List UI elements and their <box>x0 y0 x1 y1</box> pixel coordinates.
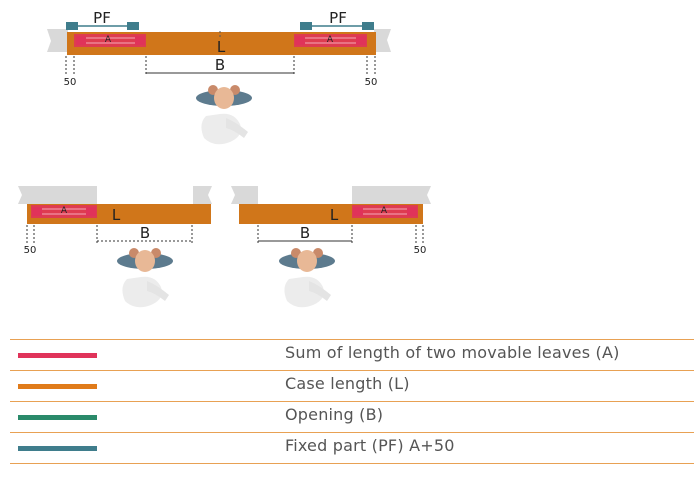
l-label: L <box>330 206 339 224</box>
legend-swatch <box>18 446 97 451</box>
legend-row-fixed: Fixed part (PF) A+50 <box>10 432 694 464</box>
b-dimension <box>145 56 295 76</box>
leaf <box>352 205 418 218</box>
bottom-right-diagram: A L B 50 <box>231 186 431 308</box>
l-label: L <box>217 38 226 56</box>
a-label-left: A <box>105 35 112 45</box>
wall-right <box>374 29 391 52</box>
b-label: B <box>215 56 225 74</box>
leaf-right <box>294 34 367 47</box>
legend-row-case: Case length (L) <box>10 370 694 401</box>
legend-swatch <box>18 384 97 389</box>
a-label-right: A <box>327 35 334 45</box>
pf-label-right: PF <box>329 9 347 27</box>
legend: Sum of length of two movable leaves (A) … <box>10 339 694 464</box>
door-diagram: PF PF A A L B 50 50 A L B <box>18 9 431 308</box>
legend-text: Sum of length of two movable leaves (A) <box>285 343 620 362</box>
leaf <box>31 205 97 218</box>
wall-left <box>231 186 258 204</box>
top-diagram: PF PF A A L B 50 50 <box>47 9 391 145</box>
fifty-label: 50 <box>414 245 427 256</box>
person-figure <box>117 248 173 308</box>
person-figure <box>196 85 252 145</box>
bottom-left-diagram: A L B 50 <box>18 186 212 308</box>
legend-swatch <box>18 353 97 358</box>
pf-left <box>66 22 139 30</box>
fifty-label-right: 50 <box>365 77 378 88</box>
legend-row-leaves: Sum of length of two movable leaves (A) <box>10 339 694 370</box>
leaf-left <box>74 34 146 47</box>
pf-right <box>300 22 374 30</box>
b-label: B <box>300 224 310 242</box>
wall-left <box>47 29 68 52</box>
pf-label-left: PF <box>93 9 111 27</box>
person-figure <box>279 248 335 308</box>
fifty-label-left: 50 <box>64 77 77 88</box>
wall-right <box>352 186 431 204</box>
fifty-label: 50 <box>24 245 37 256</box>
legend-row-opening: Opening (B) <box>10 401 694 432</box>
wall-left <box>18 186 97 204</box>
legend-text: Opening (B) <box>285 405 384 424</box>
legend-text: Fixed part (PF) A+50 <box>285 436 455 455</box>
wall-right <box>193 186 212 204</box>
b-label: B <box>140 224 150 242</box>
legend-text: Case length (L) <box>285 374 410 393</box>
legend-swatch <box>18 415 97 420</box>
a-label: A <box>61 206 68 216</box>
l-label: L <box>112 206 121 224</box>
a-label: A <box>381 206 388 216</box>
